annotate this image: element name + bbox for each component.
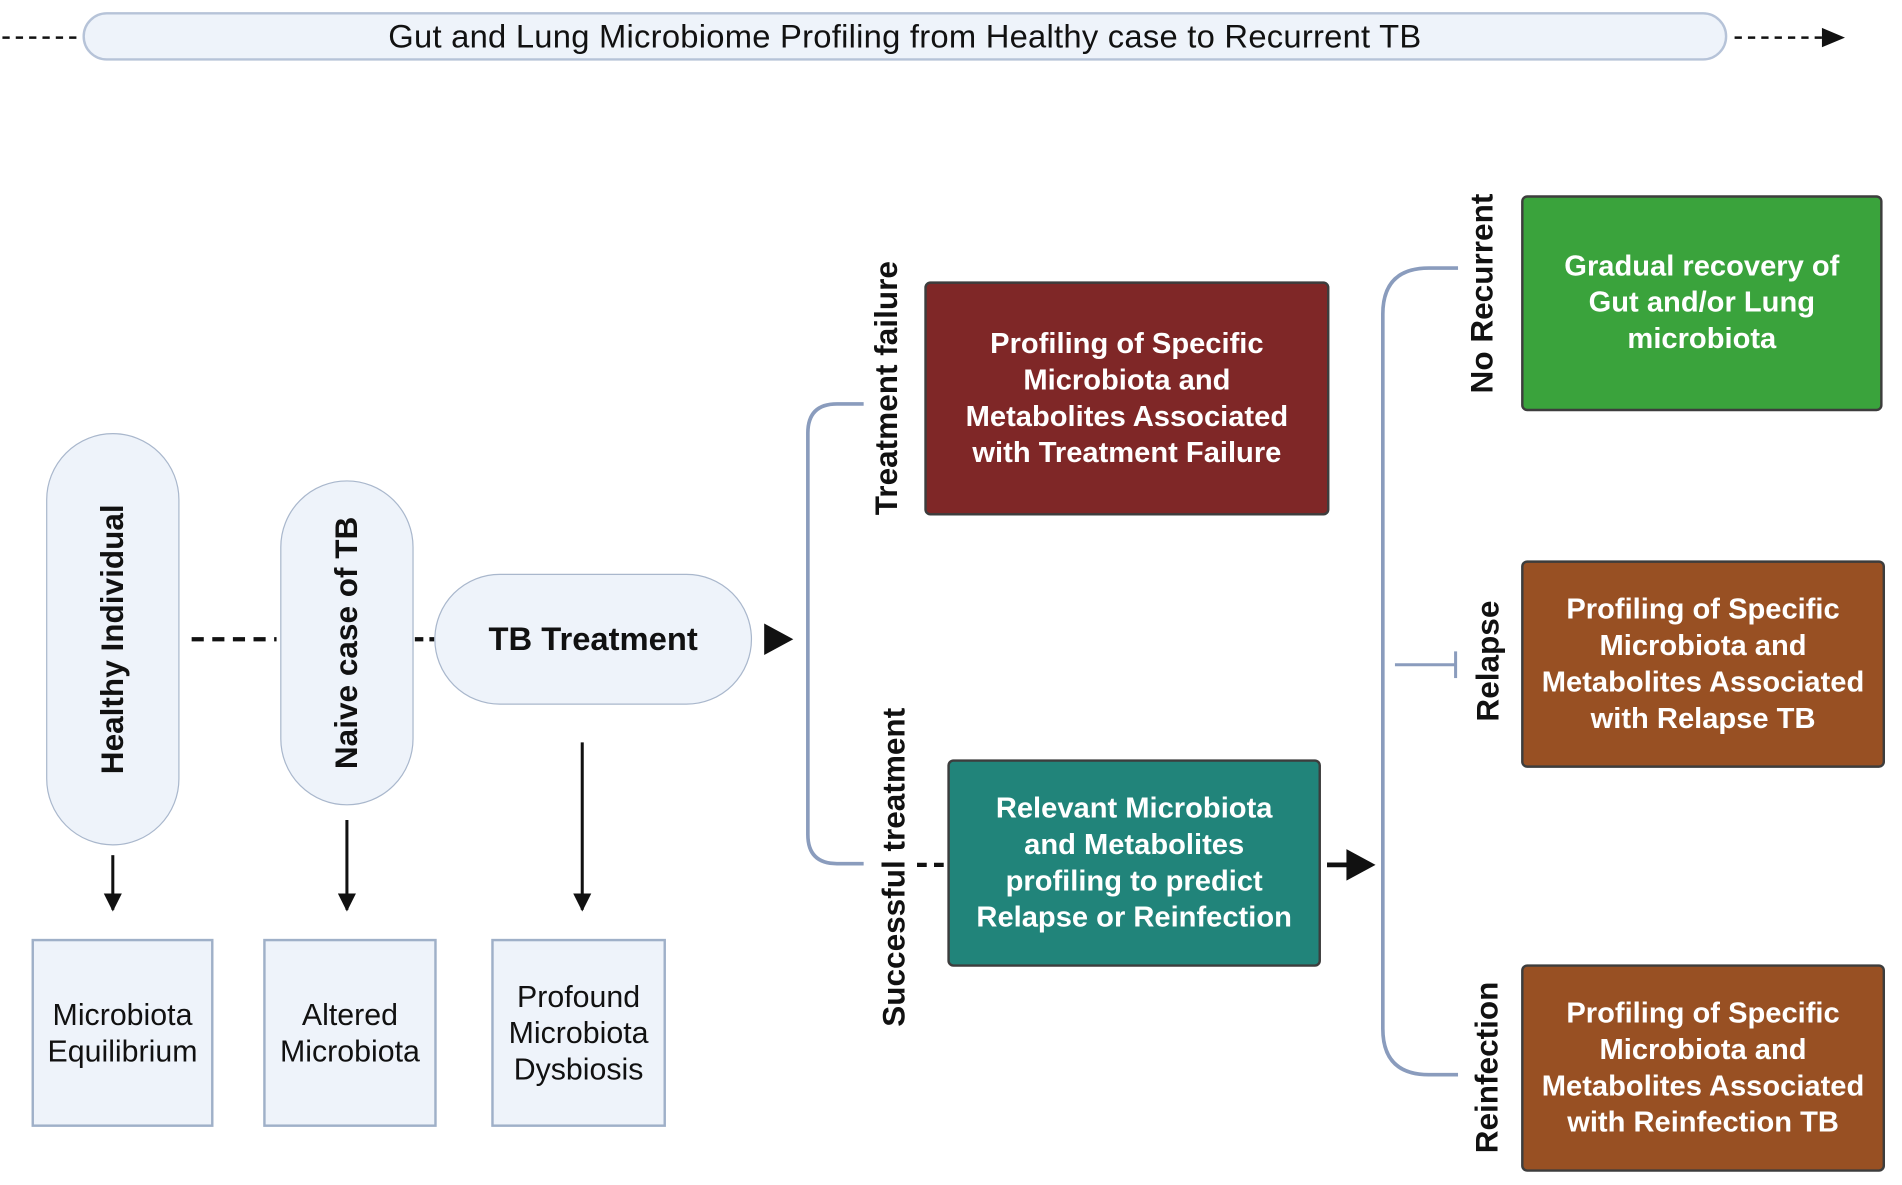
successful-treatment-label: Successful treatment [875, 707, 912, 1027]
treatment-failure-label: Treatment failure [867, 261, 905, 516]
no-recurrent-label: No Recurrent [1463, 193, 1500, 394]
reinfection-profiling-box-text: Profiling of Specific Microbiota and Met… [1541, 996, 1865, 1139]
banner-title: Gut and Lung Microbiome Profiling from H… [388, 17, 1422, 54]
relapse-profiling-box-text: Profiling of Specific Microbiota and Met… [1541, 592, 1865, 735]
profound-dysbiosis-text: Profound Microbiota Dysbiosis [508, 979, 649, 1087]
tb-treatment-label: TB Treatment [488, 620, 698, 657]
treatment-failure-box: Profiling of Specific Microbiota and Met… [924, 281, 1330, 516]
naive-tb-pill: Naive case of TB [280, 480, 414, 806]
successful-treatment-box: Relevant Microbiota and Metabolites prof… [947, 759, 1321, 967]
treatment-failure-box-text: Profiling of Specific Microbiota and Met… [965, 326, 1289, 469]
healthy-individual-label: Healthy Individual [94, 504, 131, 775]
profound-dysbiosis-box: Profound Microbiota Dysbiosis [491, 938, 666, 1127]
treatment-arrowhead [764, 623, 794, 656]
healthy-individual-pill: Healthy Individual [46, 433, 180, 846]
successful-treatment-box-text: Relevant Microbiota and Metabolites prof… [976, 791, 1292, 934]
tb-treatment-pill: TB Treatment [434, 573, 753, 705]
bracket-treatment-outcome [806, 402, 864, 866]
timeline-arrowhead [1821, 27, 1845, 48]
timeline-banner: Gut and Lung Microbiome Profiling from H… [82, 12, 1728, 61]
relapse-profiling-box: Profiling of Specific Microbiota and Met… [1521, 560, 1886, 768]
microbiota-equilibrium-text: Microbiota Equilibrium [47, 997, 198, 1069]
microbiota-equilibrium-box: Microbiota Equilibrium [31, 938, 214, 1127]
success-arrowhead [1346, 849, 1376, 881]
reinfection-profiling-box: Profiling of Specific Microbiota and Met… [1521, 964, 1886, 1172]
naive-tb-label: Naive case of TB [328, 516, 365, 770]
relapse-label: Relapse [1469, 600, 1506, 722]
gradual-recovery-box: Gradual recovery of Gut and/or Lung micr… [1521, 195, 1883, 412]
reinfection-label: Reinfection [1468, 981, 1505, 1154]
altered-microbiota-text: Altered Microbiota [279, 997, 420, 1069]
altered-microbiota-box: Altered Microbiota [263, 938, 437, 1127]
bracket-recurrence [1381, 266, 1459, 1077]
gradual-recovery-box-text: Gradual recovery of Gut and/or Lung micr… [1564, 249, 1840, 356]
